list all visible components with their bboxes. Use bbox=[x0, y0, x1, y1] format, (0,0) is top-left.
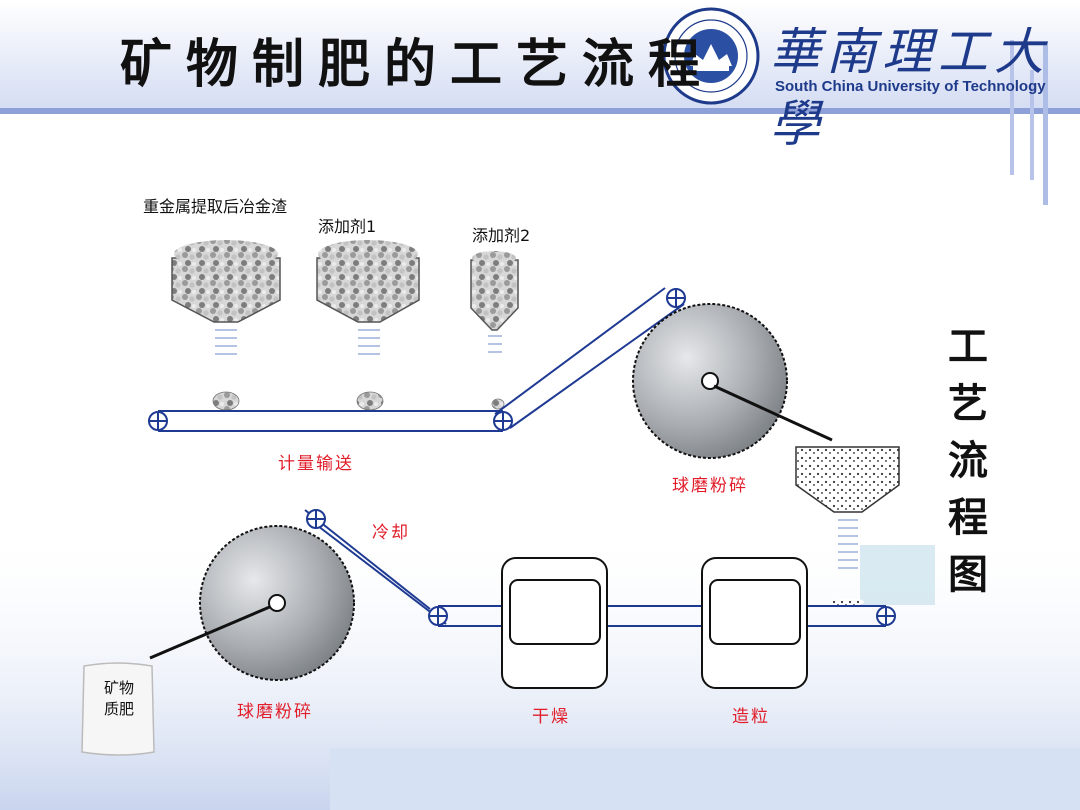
side-title-char: 程 bbox=[948, 494, 988, 541]
ball-mill-icon bbox=[149, 525, 355, 681]
deco-bar bbox=[1010, 40, 1014, 175]
hopper-icon bbox=[171, 240, 281, 355]
deco-bar bbox=[1043, 45, 1048, 205]
product-bag-label: 矿物 质肥 bbox=[88, 678, 150, 720]
deco-block bbox=[860, 545, 935, 605]
university-name-cn: 華南理工大學 bbox=[770, 23, 1050, 153]
stage-label-granulation: 造粒 bbox=[732, 707, 770, 727]
ball-mill-icon bbox=[632, 303, 833, 459]
stage-label-ball-mill-1: 球磨粉碎 bbox=[672, 476, 748, 496]
side-title: 工 艺 流 程 图 bbox=[940, 318, 996, 603]
conveyor-belt-icon bbox=[148, 287, 686, 432]
university-seal-icon bbox=[662, 7, 760, 105]
dryer-icon bbox=[701, 557, 808, 689]
hopper-icon bbox=[316, 240, 420, 355]
side-title-char: 图 bbox=[948, 551, 988, 598]
side-title-char: 艺 bbox=[948, 380, 988, 427]
material-pile bbox=[212, 391, 505, 411]
side-title-char: 工 bbox=[948, 323, 988, 370]
hopper-icon bbox=[470, 251, 519, 353]
hopper-icon bbox=[795, 446, 900, 606]
bottom-band bbox=[330, 748, 1080, 810]
page-title: 矿物制肥的工艺流程 bbox=[120, 35, 715, 95]
header-line bbox=[0, 108, 1080, 114]
stage-label-cooling: 冷却 bbox=[372, 523, 410, 543]
header-band bbox=[0, 0, 1080, 112]
product-bag-line: 矿物 bbox=[103, 679, 134, 697]
stage-label-ball-mill-2: 球磨粉碎 bbox=[237, 702, 313, 722]
stage-label-metering: 计量输送 bbox=[278, 454, 354, 474]
deco-bar bbox=[1030, 70, 1034, 180]
stage-label-drying: 干燥 bbox=[532, 707, 570, 727]
hopper-label-additive2: 添加剂2 bbox=[472, 226, 531, 245]
hopper-label-slag: 重金属提取后冶金渣 bbox=[143, 197, 288, 216]
university-name-en: South China University of Technology bbox=[775, 78, 1046, 95]
product-bag-line: 质肥 bbox=[103, 700, 134, 718]
side-title-char: 流 bbox=[948, 437, 988, 484]
hopper-label-additive1: 添加剂1 bbox=[318, 217, 377, 236]
fertilizer-bag-icon bbox=[81, 662, 155, 756]
dryer-icon bbox=[501, 557, 608, 689]
